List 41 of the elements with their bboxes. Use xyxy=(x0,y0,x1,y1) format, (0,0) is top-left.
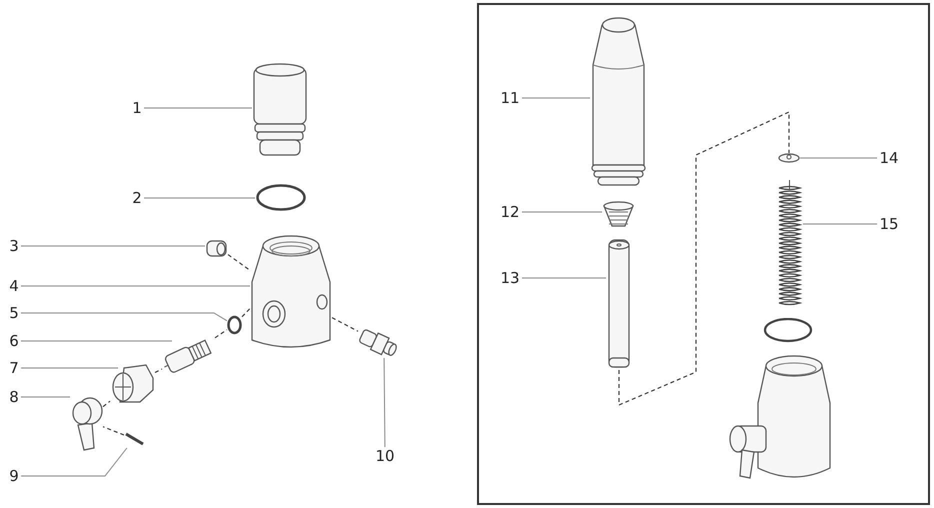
leader-line xyxy=(20,396,70,398)
assembly-guide-line xyxy=(102,400,110,408)
callout-number: 1 xyxy=(130,99,144,117)
cylinder-cap-drawing xyxy=(252,62,308,158)
filter-tube-drawing xyxy=(606,238,632,370)
leader-line xyxy=(20,340,172,342)
assembly-guide-line xyxy=(228,254,250,271)
handle-drawing xyxy=(70,395,103,452)
callout-number: 12 xyxy=(498,203,522,221)
cone-drawing xyxy=(602,200,635,228)
o-ring-drawing xyxy=(227,315,242,335)
assembly-guide-line xyxy=(618,111,790,406)
callout-number: 8 xyxy=(7,388,21,406)
fitting-drawing xyxy=(358,328,398,358)
inset-frame xyxy=(477,3,930,505)
callout-number: 7 xyxy=(7,359,21,377)
leader-line xyxy=(384,358,386,448)
sleeve-drawing xyxy=(205,238,228,258)
washer-drawing xyxy=(778,153,800,163)
assembly-guide-line xyxy=(102,426,124,436)
assembly-guide-line xyxy=(242,308,250,318)
callout-number: 14 xyxy=(877,149,901,167)
callout-number: 11 xyxy=(498,89,522,107)
filter-bowl-drawing xyxy=(590,15,647,187)
callout-number: 5 xyxy=(7,304,21,322)
assembly-guide-line xyxy=(154,368,162,373)
assembly-guide-line xyxy=(332,317,358,332)
leader-line xyxy=(20,448,128,476)
callout-number: 13 xyxy=(498,269,522,287)
pin-drawing xyxy=(124,430,145,448)
callout-number: 3 xyxy=(7,237,21,255)
o-ring-drawing xyxy=(255,183,307,212)
callout-number: 10 xyxy=(373,447,397,465)
leader-line xyxy=(20,312,228,322)
callout-number: 9 xyxy=(7,467,21,485)
callout-number: 15 xyxy=(877,215,901,233)
callout-number: 6 xyxy=(7,332,21,350)
assembly-guide-line xyxy=(214,329,228,338)
callout-number: 4 xyxy=(7,277,21,295)
callout-number: 2 xyxy=(130,189,144,207)
nut-drawing xyxy=(110,362,155,405)
